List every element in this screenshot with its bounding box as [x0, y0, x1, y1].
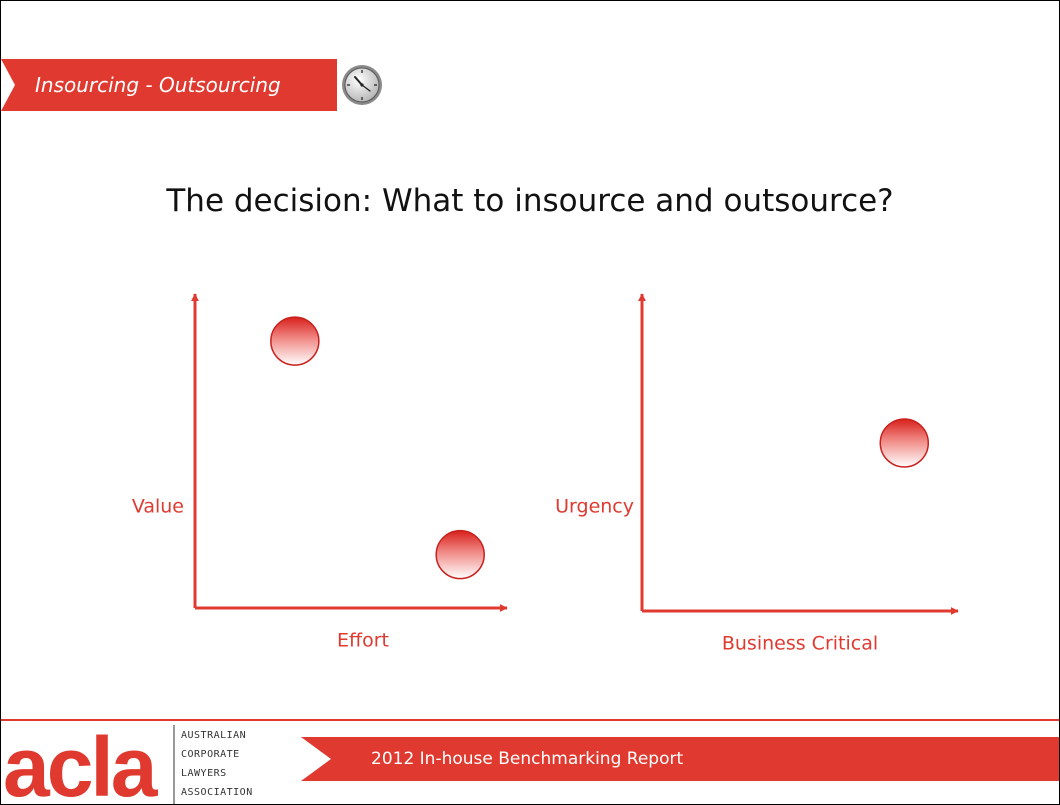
y-axis-label: Value [132, 496, 184, 518]
y-axis-label: Urgency [555, 496, 634, 518]
x-axis-label: Effort [337, 630, 389, 652]
diagram-2: Business Critical Urgency [555, 293, 959, 655]
footer-arrow [301, 737, 331, 781]
data-point [270, 316, 320, 366]
diagram-1: Effort Value [132, 293, 508, 652]
footer-report-title: 2012 In-house Benchmarking Report [371, 749, 684, 769]
logo-divider [173, 725, 175, 804]
data-point [435, 529, 485, 580]
footer-band: 2012 In-house Benchmarking Report [301, 737, 1059, 781]
logo-line-2: CORPORATE [181, 749, 240, 760]
section-banner: Insourcing - Outsourcing [1, 59, 337, 111]
logo-line-1: AUSTRALIAN [181, 730, 247, 741]
logo-subtitle: AUSTRALIAN CORPORATE LAWYERS ASSOCIATION [181, 726, 253, 802]
banner-notch [1, 59, 15, 111]
acla-logo: acla [3, 720, 157, 805]
section-label: Insourcing - Outsourcing [35, 73, 281, 97]
x-axis-label: Business Critical [722, 633, 878, 655]
slide-title: The decision: What to insource and outso… [166, 183, 894, 219]
data-point [879, 418, 930, 468]
clock-icon [342, 65, 382, 105]
logo-line-4: ASSOCIATION [181, 787, 253, 798]
logo-line-3: LAWYERS [181, 768, 227, 779]
footer-rule [1, 719, 1059, 721]
